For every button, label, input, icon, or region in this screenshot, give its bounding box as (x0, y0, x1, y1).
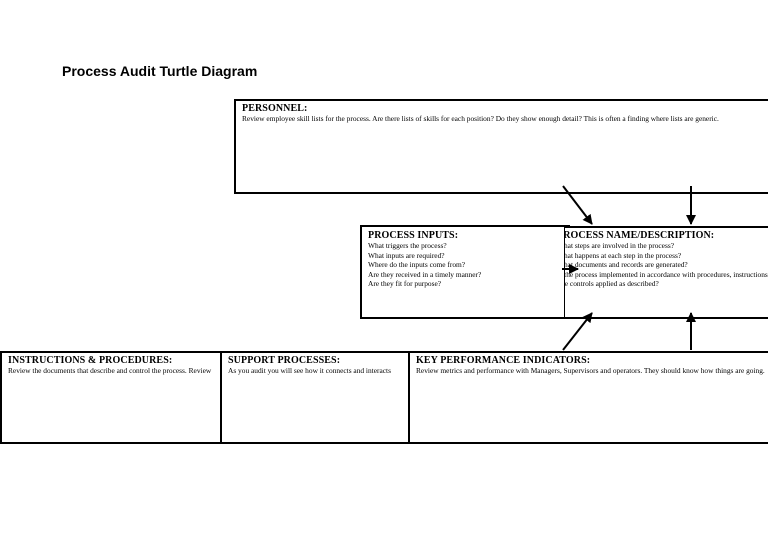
kpi-line: Review metrics and performance with Mana… (416, 366, 765, 375)
process-description-line: What steps are involved in the process? (564, 241, 674, 250)
process-description-line: Are controls applied as described? (564, 279, 659, 288)
kpi-heading: KEY PERFORMANCE INDICATORS: (416, 355, 591, 366)
process-description-box: PROCESS NAME/DESCRIPTION: What steps are… (564, 226, 768, 319)
instructions-procedures-box: INSTRUCTIONS & PROCEDURES: Review the do… (0, 351, 222, 444)
instructions-procedures-line: Review the documents that describe and c… (8, 366, 212, 375)
diagram-title: Process Audit Turtle Diagram (62, 63, 258, 79)
support-to-process-arrow (562, 312, 593, 351)
process-description-line: What documents and records are generated… (564, 260, 688, 269)
support-processes-box: SUPPORT PROCESSES: As you audit you will… (220, 351, 410, 444)
process-inputs-box: PROCESS INPUTS: What triggers the proces… (360, 225, 570, 319)
kpi-box: KEY PERFORMANCE INDICATORS: Review metri… (408, 351, 768, 444)
process-inputs-line: What triggers the process? (368, 241, 447, 250)
process-inputs-line: Are they fit for purpose? (368, 279, 442, 288)
instructions-procedures-heading: INSTRUCTIONS & PROCEDURES: (8, 355, 173, 366)
personnel-box: PERSONNEL: Review employee skill lists f… (234, 99, 768, 194)
personnel-line: Review employee skill lists for the proc… (242, 114, 719, 123)
process-description-line: Is the process implemented in accordance… (564, 269, 768, 279)
process-description-heading: PROCESS NAME/DESCRIPTION: (564, 230, 715, 241)
process-inputs-line: Are they received in a timely manner? (368, 269, 482, 279)
support-processes-line: As you audit you will see how it connect… (228, 366, 391, 375)
process-description-line: What happens at each step in the process… (564, 250, 682, 260)
process-inputs-line: Where do the inputs come from? (368, 260, 466, 269)
process-inputs-line: What inputs are required? (368, 250, 445, 260)
process-inputs-heading: PROCESS INPUTS: (368, 230, 459, 241)
support-processes-heading: SUPPORT PROCESSES: (228, 355, 341, 366)
personnel-heading: PERSONNEL: (242, 103, 308, 114)
personnel-to-process-arrow (562, 185, 593, 225)
